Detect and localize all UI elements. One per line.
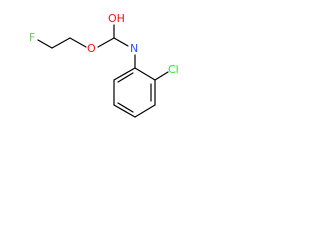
bond-c-n [113, 37, 129, 47]
ring-double-3 [117, 72, 134, 83]
ring-bond-1 [134, 67, 156, 81]
fluorine-label: F [29, 31, 35, 44]
ring-bond-4 [113, 104, 136, 118]
ring-bond-3 [134, 104, 156, 118]
ring-double-2 [117, 102, 134, 113]
bond-ch2-o [69, 37, 87, 48]
bond-f-ch2 [37, 39, 53, 49]
bond-ring-cl [154, 71, 169, 81]
chlorine-label: Cl [168, 63, 179, 76]
hydroxyl-label: OH [108, 12, 125, 25]
bond-o-c [97, 37, 115, 48]
bonds [37, 24, 169, 118]
ring-bond-6 [113, 67, 136, 81]
atom-labels: OH O N F Cl [29, 12, 179, 76]
nitrogen-label: N [130, 42, 138, 55]
molecule-structure: OH O N F Cl [29, 12, 179, 118]
ether-oxygen-label: O [87, 42, 96, 55]
bond-ch2-ch2 [51, 37, 71, 49]
